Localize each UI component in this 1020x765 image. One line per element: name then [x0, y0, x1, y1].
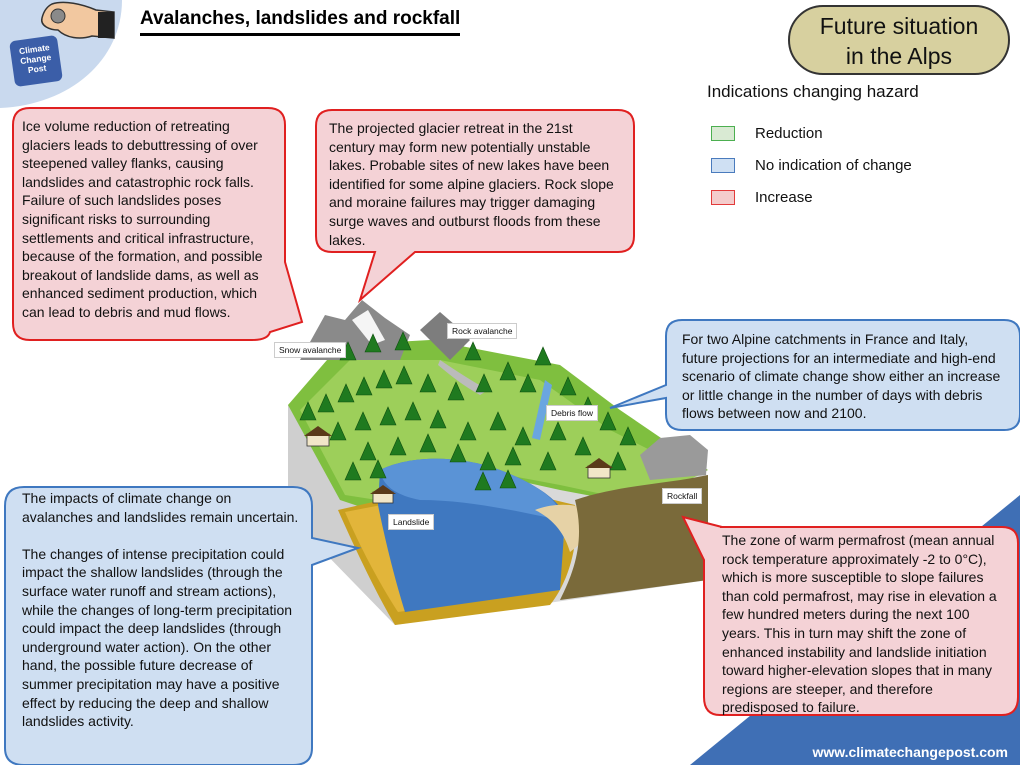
bubble-permafrost: The zone of warm permafrost (mean annual… [722, 532, 997, 716]
hand-icon [41, 1, 115, 39]
legend-label-reduction: Reduction [755, 124, 823, 142]
house-icon [304, 426, 332, 447]
legend-item-no-change: No indication of change [711, 149, 912, 181]
footer-website-link[interactable]: www.climatechangepost.com [812, 744, 1008, 760]
bubble-impacts-paragraph-1: The impacts of climate change on avalanc… [22, 490, 299, 525]
legend-swatch-no-change [711, 157, 735, 173]
page-title: Avalanches, landslides and rockfall [140, 8, 461, 36]
bubble-permafrost-shape [681, 515, 1019, 716]
landscape-diagram [288, 300, 708, 625]
house-icon [585, 458, 613, 479]
map-label-rockfall: Rockfall [662, 488, 703, 504]
bubble-debris-flows-shape [609, 319, 1020, 431]
map-label-debris-flow: Debris flow [546, 405, 599, 421]
bubble-glacier-lakes-shape [315, 109, 635, 304]
bubble-glacier-lakes: The projected glacier retreat in the 21s… [329, 120, 614, 248]
legend-title: Indications changing hazard [707, 82, 919, 101]
future-situation-badge: Future situation in the Alps [788, 5, 1010, 75]
logo[interactable]: Climate Change Post [9, 34, 63, 88]
bubble-impacts-paragraph-2: The changes of intense precipitation cou… [22, 545, 293, 730]
bubble-glacier-valley-shape [12, 107, 304, 341]
bubble-glacier-valley: Ice volume reduction of retreating glaci… [22, 118, 263, 320]
legend-item-increase: Increase [711, 181, 912, 213]
map-label-snow-avalanche: Snow avalanche [274, 342, 347, 358]
map-label-landslide: Landslide [388, 514, 435, 530]
legend: Reduction No indication of change Increa… [711, 117, 912, 213]
future-situation-line1: Future situation [819, 13, 979, 39]
legend-label-increase: Increase [755, 188, 813, 206]
legend-swatch-reduction [711, 125, 735, 141]
legend-swatch-increase [711, 189, 735, 205]
forest-trees [299, 331, 637, 491]
legend-label-no-change: No indication of change [755, 156, 912, 174]
map-label-rock-avalanche: Rock avalanche [447, 323, 518, 339]
bubble-debris-flows: For two Alpine catchments in France and … [682, 331, 1001, 422]
future-situation-line2: in the Alps [845, 43, 953, 69]
legend-item-reduction: Reduction [711, 117, 912, 149]
house-icon [370, 485, 396, 504]
bubble-impacts: The impacts of climate change on avalanc… [22, 489, 306, 731]
